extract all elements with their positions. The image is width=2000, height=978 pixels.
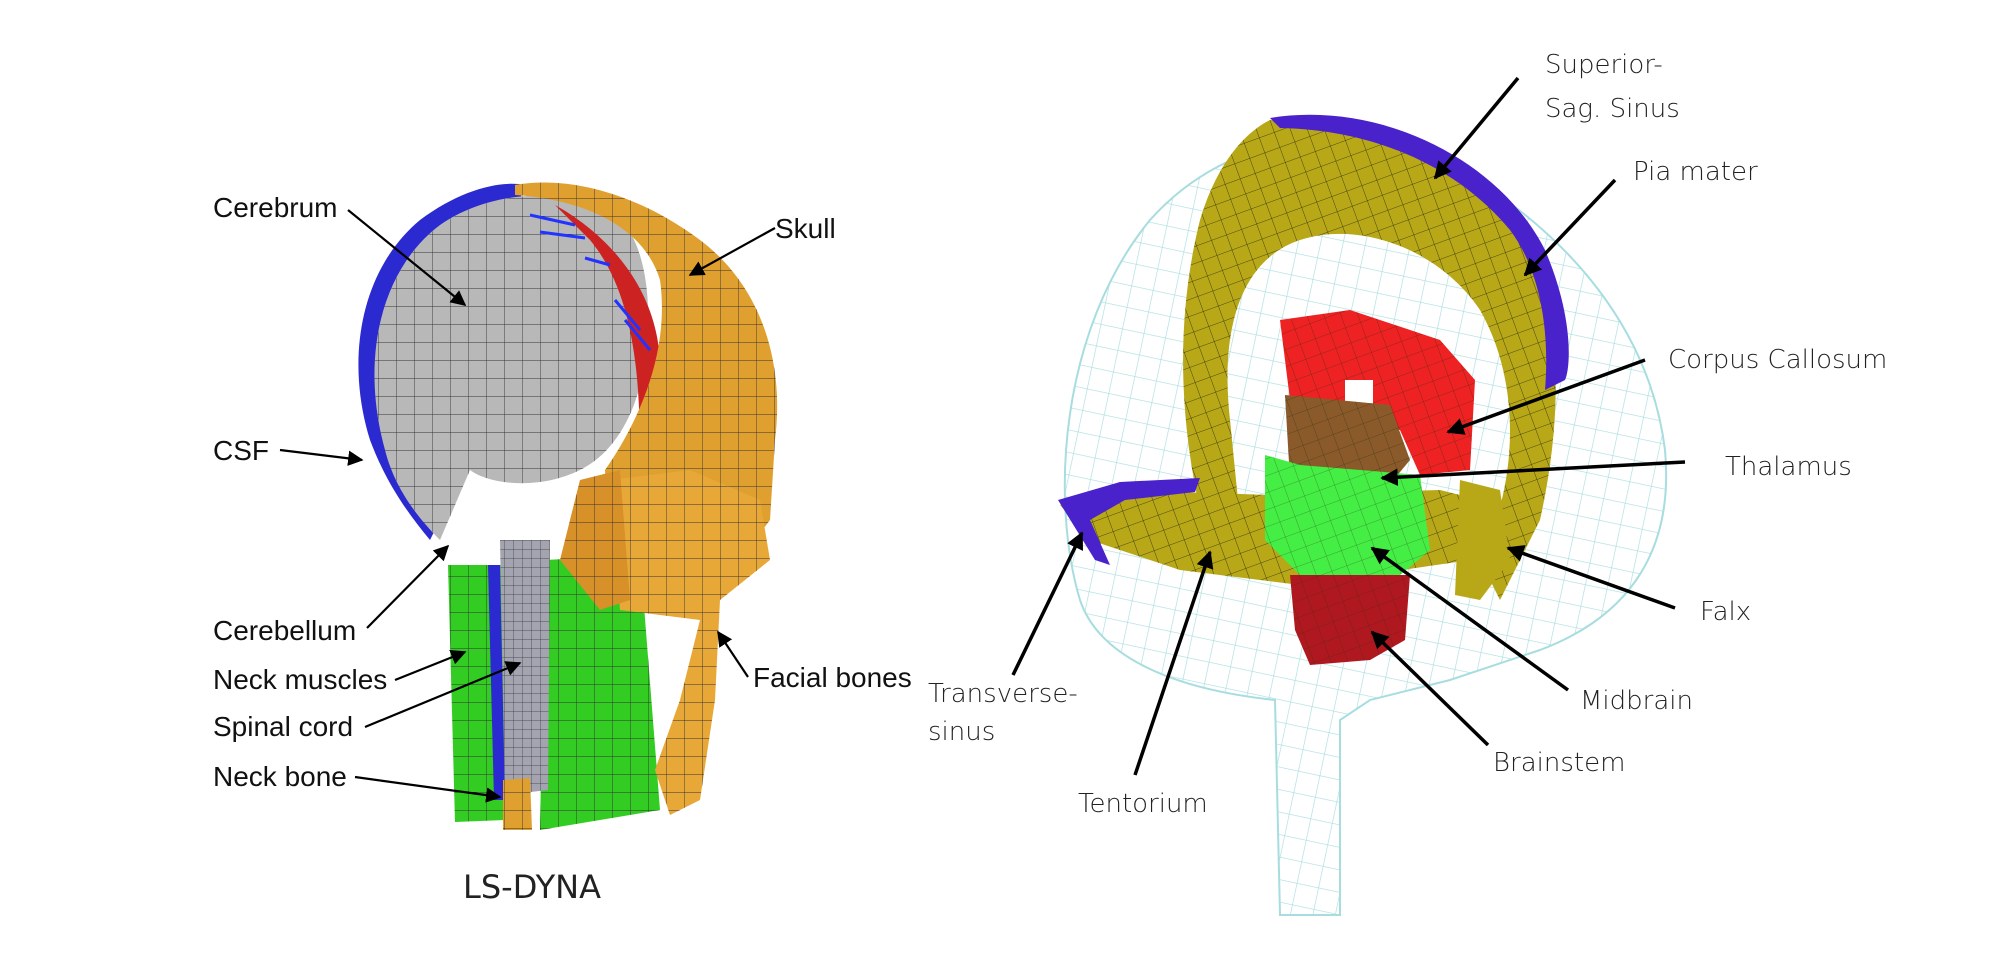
label-corpus-callosum: Corpus Callosum bbox=[1668, 345, 1887, 375]
arrow-cerebellum bbox=[366, 544, 450, 629]
label-transverse-sinus-line1: Transverse- bbox=[928, 679, 1078, 709]
label-skull: Skull bbox=[775, 213, 836, 244]
cerebrum-region bbox=[374, 195, 649, 540]
arrow-falx bbox=[1506, 545, 1676, 610]
label-midbrain: Midbrain bbox=[1580, 686, 1693, 716]
arrow-superior-sag-sinus bbox=[1433, 76, 1520, 180]
label-spinal-cord: Spinal cord bbox=[213, 711, 353, 742]
arrow-cerebrum bbox=[347, 209, 467, 306]
label-thalamus: Thalamus bbox=[1725, 452, 1852, 482]
label-tentorium: Tentorium bbox=[1078, 789, 1208, 819]
label-facial-bones: Facial bones bbox=[753, 662, 912, 693]
arrow-thalamus bbox=[1380, 460, 1686, 486]
label-neck-muscles: Neck muscles bbox=[213, 664, 387, 695]
skull-region bbox=[515, 182, 778, 560]
arrow-csf bbox=[279, 448, 364, 466]
neck-muscles-region bbox=[448, 555, 660, 830]
label-brainstem: Brainstem bbox=[1493, 748, 1625, 778]
thalamus-region bbox=[1285, 395, 1410, 490]
right-leader-lines bbox=[1011, 76, 1686, 776]
arrow-midbrain bbox=[1370, 546, 1570, 692]
label-transverse-sinus-line2: sinus bbox=[928, 717, 995, 747]
left-head-model: Cerebrum Skull CSF Cerebellum Neck muscl… bbox=[213, 182, 912, 906]
label-csf: CSF bbox=[213, 435, 269, 466]
arrow-neck-muscles bbox=[394, 649, 467, 682]
label-cerebrum: Cerebrum bbox=[213, 192, 337, 223]
caption-ls-dyna: LS-DYNA bbox=[463, 868, 601, 906]
arrow-neck-bone bbox=[354, 775, 502, 803]
label-pia-mater: Pia mater bbox=[1633, 157, 1758, 187]
arrow-pia-mater bbox=[1523, 178, 1617, 277]
falx-lobe bbox=[1455, 480, 1510, 600]
arrow-tentorium bbox=[1133, 550, 1214, 776]
falx-region bbox=[1183, 118, 1556, 601]
transverse-sinus bbox=[1058, 478, 1200, 565]
label-neck-bone: Neck bone bbox=[213, 761, 347, 792]
right-brain-model: Superior- Sag. Sinus Pia mater Corpus Ca… bbox=[928, 50, 1887, 916]
arrow-facial-bones bbox=[717, 630, 749, 678]
spinal-cord-region bbox=[488, 540, 550, 800]
neck-bone-region bbox=[503, 778, 532, 830]
label-superior-sag-sinus-line1: Superior- bbox=[1545, 50, 1663, 80]
arrow-corpus-callosum bbox=[1446, 358, 1646, 435]
label-superior-sag-sinus-line2: Sag. Sinus bbox=[1545, 94, 1680, 124]
arrow-transverse-sinus bbox=[1011, 531, 1084, 676]
bridging-veins bbox=[529, 213, 652, 351]
arrow-skull bbox=[688, 227, 776, 276]
left-leader-lines bbox=[279, 209, 776, 803]
arrow-spinal-cord bbox=[364, 661, 522, 729]
arrow-brainstem bbox=[1370, 630, 1490, 747]
label-cerebellum: Cerebellum bbox=[213, 615, 356, 646]
label-falx: Falx bbox=[1700, 597, 1751, 627]
facial-bones-region bbox=[560, 470, 770, 815]
